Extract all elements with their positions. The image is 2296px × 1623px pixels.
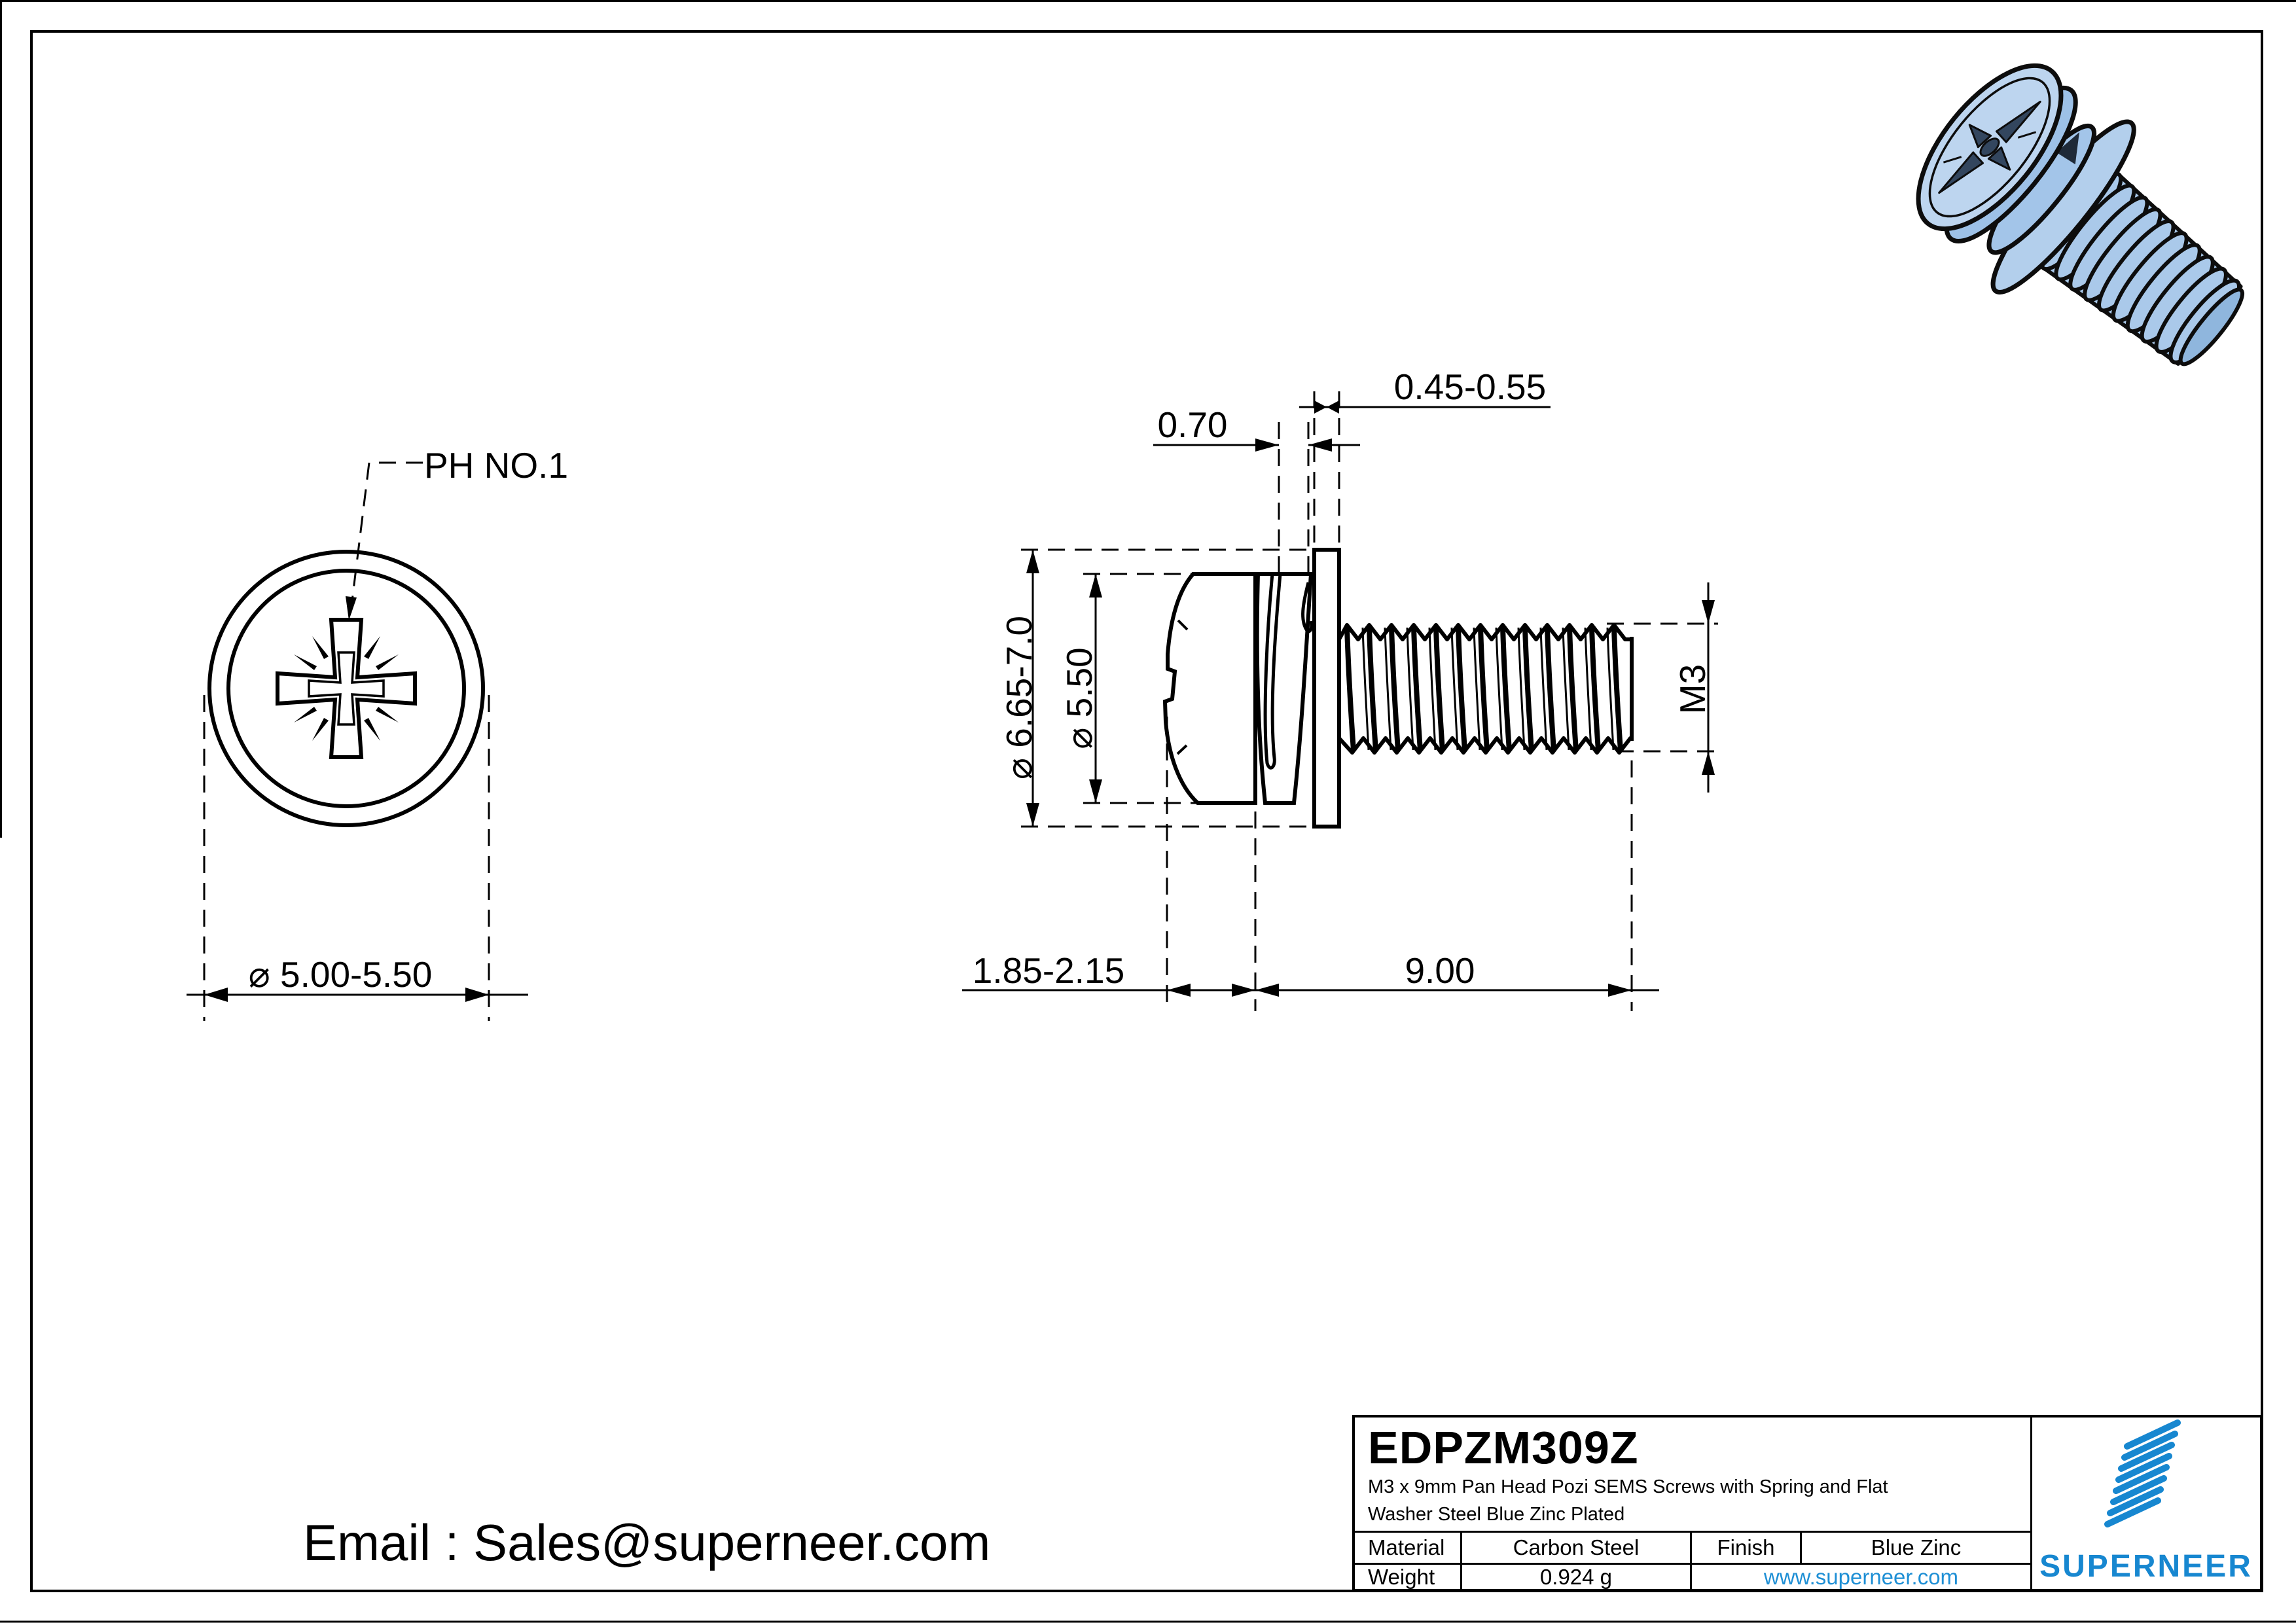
website-cell: www.superneer.com: [1692, 1565, 2032, 1589]
dim-arrow: [465, 988, 489, 1002]
pozi-cross-inner: [308, 651, 385, 726]
contact-email: Email : Sales@superneer.com: [303, 1514, 991, 1571]
head-face-ring: [1928, 77, 2051, 218]
dim-length-text: 9.00: [1405, 950, 1475, 991]
weight-value-cell: 0.924 g: [1462, 1565, 1692, 1589]
flat-washer-3d: [1990, 119, 2136, 294]
dim-head-height-text: 1.85-2.15: [973, 950, 1124, 991]
side-view: 0.70 0.45-0.55 ⌀ 6.65-7.0 ⌀ 5.50: [962, 366, 1718, 1011]
material-value-cell: Carbon Steel: [1462, 1533, 1692, 1565]
title-block-description-cell: EDPZM309Z M3 x 9mm Pan Head Pozi SEMS Sc…: [1355, 1418, 2032, 1533]
thread-ridges-3d: [2039, 171, 2245, 366]
brand-logo-cell: SUPERNEER: [2032, 1418, 2260, 1589]
dim-arrow: [1608, 984, 1632, 997]
threaded-shank: [1337, 623, 1634, 755]
dim-washer-od-text: ⌀ 6.65-7.0: [999, 616, 1039, 779]
website-link[interactable]: www.superneer.com: [1763, 1564, 1959, 1589]
leader-arrowhead: [346, 596, 357, 620]
dim-arrow: [1232, 984, 1255, 997]
brand-logo: [2104, 1419, 2181, 1527]
dim-0-45-0-55: [1299, 391, 1551, 548]
dim-arrow: [1255, 984, 1279, 997]
flat-washer-profile: [1312, 548, 1341, 829]
dim-arrow: [1026, 550, 1039, 573]
pozi-recess-3d: [1938, 100, 2041, 194]
part-number: EDPZM309Z: [1368, 1422, 1639, 1473]
pan-head-profile: [1162, 572, 1257, 805]
dim-head-od: [1083, 573, 1196, 804]
weight-label-cell: Weight: [1355, 1565, 1462, 1589]
dim-arrow: [1255, 438, 1279, 452]
dim-m3-text: M3: [1672, 664, 1713, 714]
logo-stripes: [2104, 1419, 2181, 1527]
dim-arrow: [1314, 401, 1327, 414]
dim-0-70-text: 0.70: [1157, 404, 1227, 445]
front-diameter-text: ⌀ 5.00-5.50: [249, 954, 433, 995]
pozi-recess: [276, 618, 417, 759]
dim-arrow: [1026, 803, 1039, 827]
front-view: PH NO.1 ⌀ 5.00-5.50: [187, 445, 568, 1021]
spring-washer-split: [2056, 132, 2079, 165]
title-block: EDPZM309Z M3 x 9mm Pan Head Pozi SEMS Sc…: [1352, 1415, 2263, 1592]
ph-callout-label: PH NO.1: [424, 445, 568, 486]
screw-tip: [2178, 287, 2245, 366]
dim-arrow: [1702, 600, 1715, 624]
pozi-wings: [294, 636, 399, 741]
finish-label-cell: Finish: [1692, 1533, 1802, 1565]
part-description-line2: Washer Steel Blue Zinc Plated: [1368, 1504, 1625, 1525]
finish-value-cell: Blue Zinc: [1802, 1533, 2032, 1565]
ph-callout-leader: [346, 461, 423, 622]
dim-arrow: [1089, 574, 1102, 597]
spring-washer-profile: [1255, 572, 1314, 805]
screw-3d-image: [1916, 63, 2245, 366]
dim-arrow: [1089, 779, 1102, 803]
part-description-line1: M3 x 9mm Pan Head Pozi SEMS Screws with …: [1368, 1476, 1888, 1497]
dim-0-45-0-55-text: 0.45-0.55: [1394, 366, 1546, 407]
dim-arrow: [1308, 438, 1332, 452]
recess-edge-ticks: [1176, 619, 1189, 755]
brand-name: SUPERNEER: [2039, 1549, 2253, 1584]
dim-bottom: [962, 717, 1659, 1011]
material-label-cell: Material: [1355, 1533, 1462, 1565]
dim-arrow: [1702, 751, 1715, 775]
drawing-frame: [30, 30, 2263, 1592]
dim-arrow: [1167, 984, 1191, 997]
dim-arrow: [204, 988, 228, 1002]
dim-arrow: [1327, 401, 1339, 414]
dim-head-od-text: ⌀ 5.50: [1059, 647, 1100, 749]
